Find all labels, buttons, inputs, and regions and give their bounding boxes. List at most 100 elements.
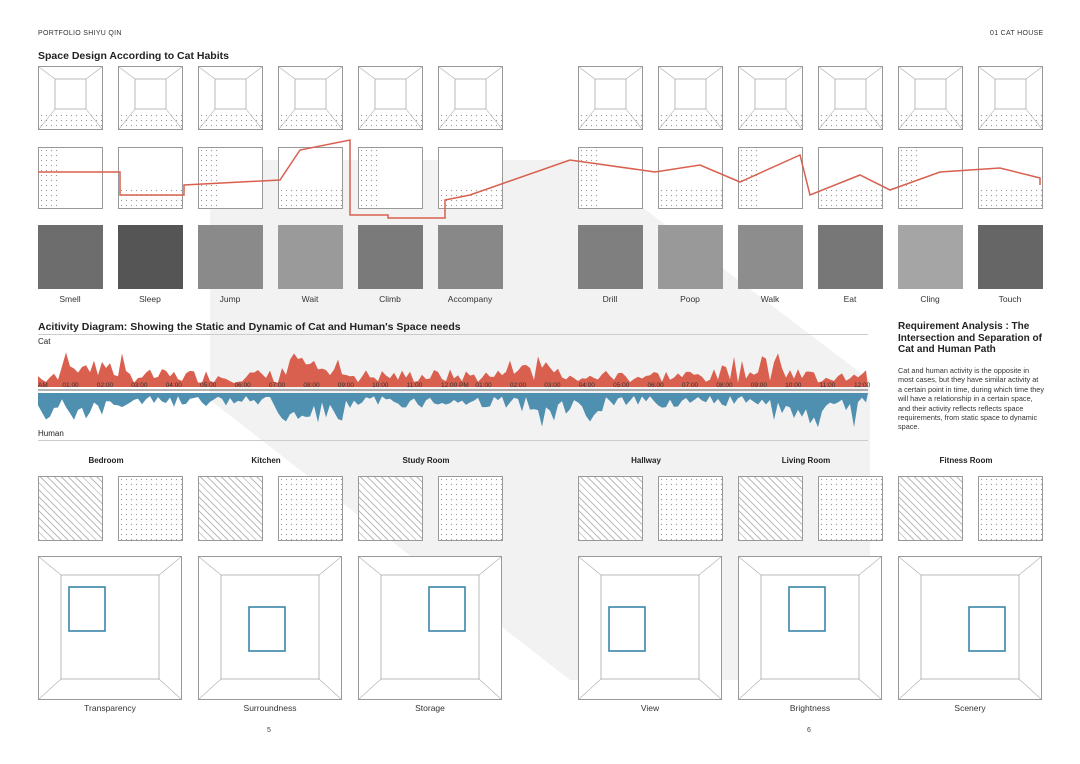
path-diagram	[198, 147, 263, 209]
room-title: Living Room	[781, 456, 831, 465]
perspective-sketch	[278, 66, 343, 130]
time-tick-label: 11:00	[819, 382, 836, 389]
habit-label: Drill	[602, 294, 618, 304]
room-plan-stippled	[278, 476, 343, 541]
cat-photo	[198, 225, 263, 289]
time-tick-label: 12:00 PM	[441, 382, 469, 389]
room-quality-label: Storage	[415, 703, 445, 713]
room-plan-stippled	[438, 476, 503, 541]
room-title: Hallway	[631, 456, 661, 465]
room-section-drawing	[198, 556, 342, 700]
cat-photo	[358, 225, 423, 289]
room-title: Study Room	[402, 456, 450, 465]
perspective-sketch	[578, 66, 643, 130]
cat-photo	[818, 225, 883, 289]
habits-section-title: Space Design According to Cat Habits	[38, 50, 229, 62]
perspective-sketch	[38, 66, 103, 130]
perspective-sketch	[438, 66, 503, 130]
cat-photo	[898, 225, 963, 289]
human-row-label: Human	[38, 429, 64, 438]
activity-section-title: Acitivity Diagram: Showing the Static an…	[38, 321, 461, 333]
watermark-shape	[210, 160, 870, 680]
path-diagram	[578, 147, 643, 209]
room-quality-label: Surroundness	[243, 703, 297, 713]
time-tick-label: 04:00	[578, 382, 595, 389]
time-tick-label: 11:00	[406, 382, 423, 389]
habit-label: Poop	[680, 294, 700, 304]
habit-label: Wait	[301, 294, 319, 304]
time-tick-label: 06:00	[234, 382, 251, 389]
room-plan-stippled	[658, 476, 723, 541]
time-tick-label: 02:00	[96, 382, 114, 389]
room-quality-label: Transparency	[84, 703, 136, 713]
time-tick-label: 05:00	[200, 382, 217, 389]
room-quality-label: Brightness	[789, 703, 831, 713]
time-tick-label: 05:00	[613, 382, 630, 389]
requirement-title: Requirement Analysis : The Intersection …	[898, 321, 1042, 355]
room-plan-hatched	[898, 476, 963, 541]
room-title: Kitchen	[251, 456, 281, 465]
time-tick-label: 08:00	[716, 382, 733, 389]
time-tick-label: 02:00	[509, 382, 527, 389]
path-diagram	[358, 147, 423, 209]
cat-photo	[438, 225, 503, 289]
habit-label: Walk	[760, 294, 780, 304]
room-plan-hatched	[38, 476, 103, 541]
perspective-sketch	[118, 66, 183, 130]
room-quality-label: View	[640, 703, 660, 713]
time-tick-label: 07:00	[268, 382, 286, 389]
page-number-left: 5	[267, 727, 271, 734]
room-section-drawing	[898, 556, 1042, 700]
activity-bottom-rule	[38, 440, 868, 441]
perspective-sketch	[198, 66, 263, 130]
cat-path-line	[38, 139, 1041, 219]
time-tick-label: 09:00	[750, 382, 768, 389]
requirement-body: Cat and human activity is the opposite i…	[898, 366, 1045, 432]
perspective-sketch	[978, 66, 1043, 130]
time-tick-label: 12:00	[854, 382, 871, 389]
perspective-sketch	[358, 66, 423, 130]
path-diagram	[118, 147, 183, 209]
perspective-sketch	[658, 66, 723, 130]
room-plan-hatched	[198, 476, 263, 541]
time-tick-label: 01:00	[475, 382, 492, 389]
activity-top-rule	[38, 334, 868, 335]
room-section-drawing	[578, 556, 722, 700]
room-section-drawing	[38, 556, 182, 700]
room-plan-stippled	[818, 476, 883, 541]
cat-activity-area	[38, 352, 868, 387]
habit-label: Accompany	[447, 294, 493, 304]
time-tick-label: 04:00	[165, 382, 182, 389]
activity-diagram	[38, 352, 868, 428]
time-tick-label: 10:00	[372, 382, 389, 389]
time-tick-label: 06:00	[647, 382, 664, 389]
path-diagram	[38, 147, 103, 209]
time-tick-label: 07:00	[681, 382, 699, 389]
portfolio-header-right: 01 CAT HOUSE	[990, 30, 1044, 37]
perspective-sketch	[738, 66, 803, 130]
room-plan-hatched	[738, 476, 803, 541]
path-diagram	[658, 147, 723, 209]
perspective-sketch	[818, 66, 883, 130]
habit-label: Cling	[920, 294, 940, 304]
habit-label: Jump	[219, 294, 241, 304]
path-diagram	[278, 147, 343, 209]
room-title: Fitness Room	[939, 456, 993, 465]
time-tick-label: AM	[38, 382, 48, 389]
path-diagram	[898, 147, 963, 209]
room-quality-label: Scenery	[954, 703, 986, 713]
portfolio-header-left: PORTFOLIO SHIYU QIN	[38, 30, 122, 37]
habit-label: Smell	[59, 294, 81, 304]
room-plan-stippled	[118, 476, 183, 541]
cat-photo	[658, 225, 723, 289]
room-plan-stippled	[978, 476, 1043, 541]
cat-photo	[38, 225, 103, 289]
cat-row-label: Cat	[38, 337, 51, 346]
habit-label: Climb	[379, 294, 401, 304]
room-section-drawing	[358, 556, 502, 700]
human-activity-area	[38, 393, 868, 428]
time-tick-label: 08:00	[303, 382, 320, 389]
habit-label: Sleep	[139, 294, 161, 304]
room-section-drawing	[738, 556, 882, 700]
path-diagram	[978, 147, 1043, 209]
